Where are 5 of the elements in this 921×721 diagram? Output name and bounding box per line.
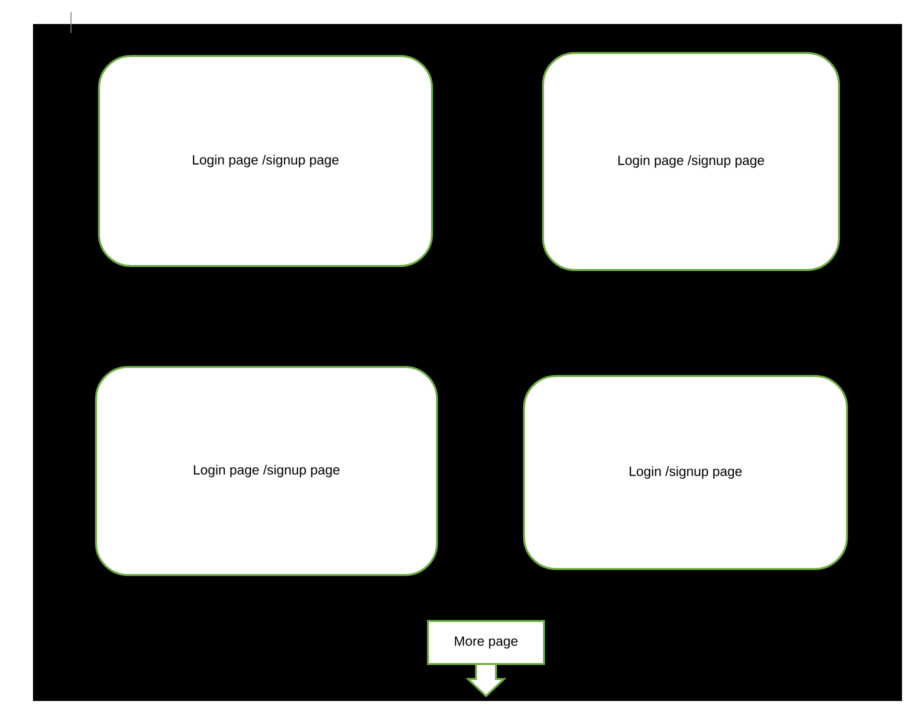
page-box: Login /signup page xyxy=(523,374,848,570)
page-box: Login page /signup page xyxy=(98,55,433,267)
page-box: Login page /signup page xyxy=(542,52,840,271)
page-box: Login page /signup page xyxy=(95,366,438,576)
down-arrow-callout: More page xyxy=(427,620,545,698)
